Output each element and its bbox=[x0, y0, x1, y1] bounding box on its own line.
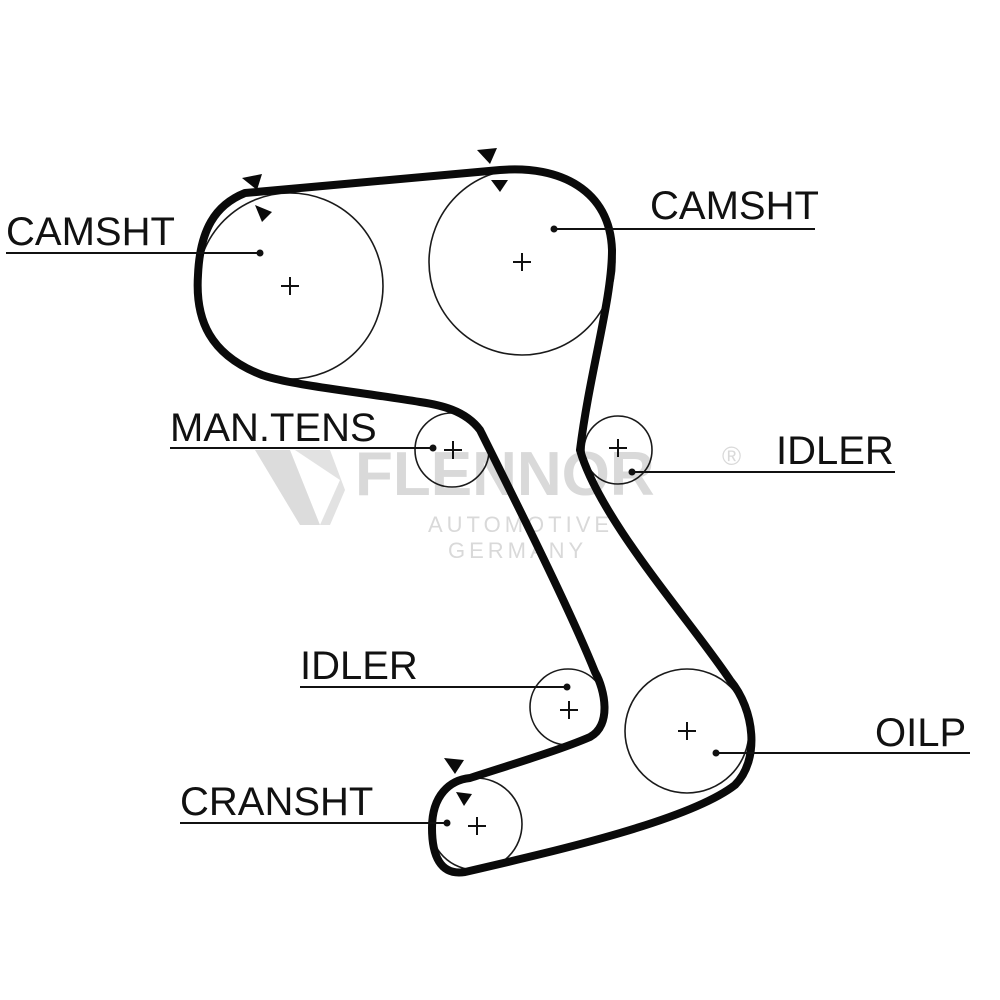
label-camshaft-right: CAMSHT bbox=[650, 184, 819, 228]
leader-dot bbox=[563, 683, 571, 691]
center-plus-icon bbox=[678, 722, 696, 740]
labels: CAMSHT CAMSHT MAN.TENS IDLER IDLER OILP … bbox=[6, 184, 966, 824]
center-plus-icon bbox=[560, 701, 578, 719]
timing-marks bbox=[242, 148, 508, 806]
watermark-logo-icon bbox=[255, 450, 320, 525]
label-crankshaft: CRANSHT bbox=[180, 780, 373, 824]
leader-dot bbox=[712, 749, 720, 757]
label-idler-lower: IDLER bbox=[300, 644, 418, 688]
leader-dot bbox=[429, 444, 437, 452]
leader-dot bbox=[256, 249, 264, 257]
leader-lines bbox=[6, 225, 970, 827]
label-idler-upper: IDLER bbox=[776, 429, 894, 473]
timing-mark-camshaft-right-tip-icon bbox=[491, 180, 508, 192]
center-marks bbox=[281, 253, 696, 835]
timing-belt bbox=[193, 165, 756, 877]
timing-mark-crankshaft-icon bbox=[444, 758, 464, 774]
leader-dot bbox=[443, 819, 451, 827]
label-oil-pump: OILP bbox=[875, 711, 966, 755]
label-manual-tensioner: MAN.TENS bbox=[170, 406, 377, 450]
center-plus-icon bbox=[468, 817, 486, 835]
center-plus-icon bbox=[513, 253, 531, 271]
label-camshaft-left: CAMSHT bbox=[6, 210, 175, 254]
watermark-logo-icon-2 bbox=[295, 450, 345, 525]
leader-dot bbox=[628, 468, 636, 476]
center-plus-icon bbox=[281, 277, 299, 295]
timing-mark-crankshaft-tip-icon bbox=[456, 792, 472, 806]
watermark-line2: GERMANY bbox=[448, 538, 587, 563]
leader-dot bbox=[550, 225, 558, 233]
center-plus-icon bbox=[444, 441, 462, 459]
watermark-registered: ® bbox=[722, 441, 741, 471]
timing-mark-camshaft-left-icon bbox=[242, 174, 262, 190]
center-plus-icon bbox=[609, 439, 627, 457]
timing-mark-camshaft-right-icon bbox=[477, 148, 497, 164]
timing-mark-camshaft-left-tip-icon bbox=[255, 205, 272, 222]
